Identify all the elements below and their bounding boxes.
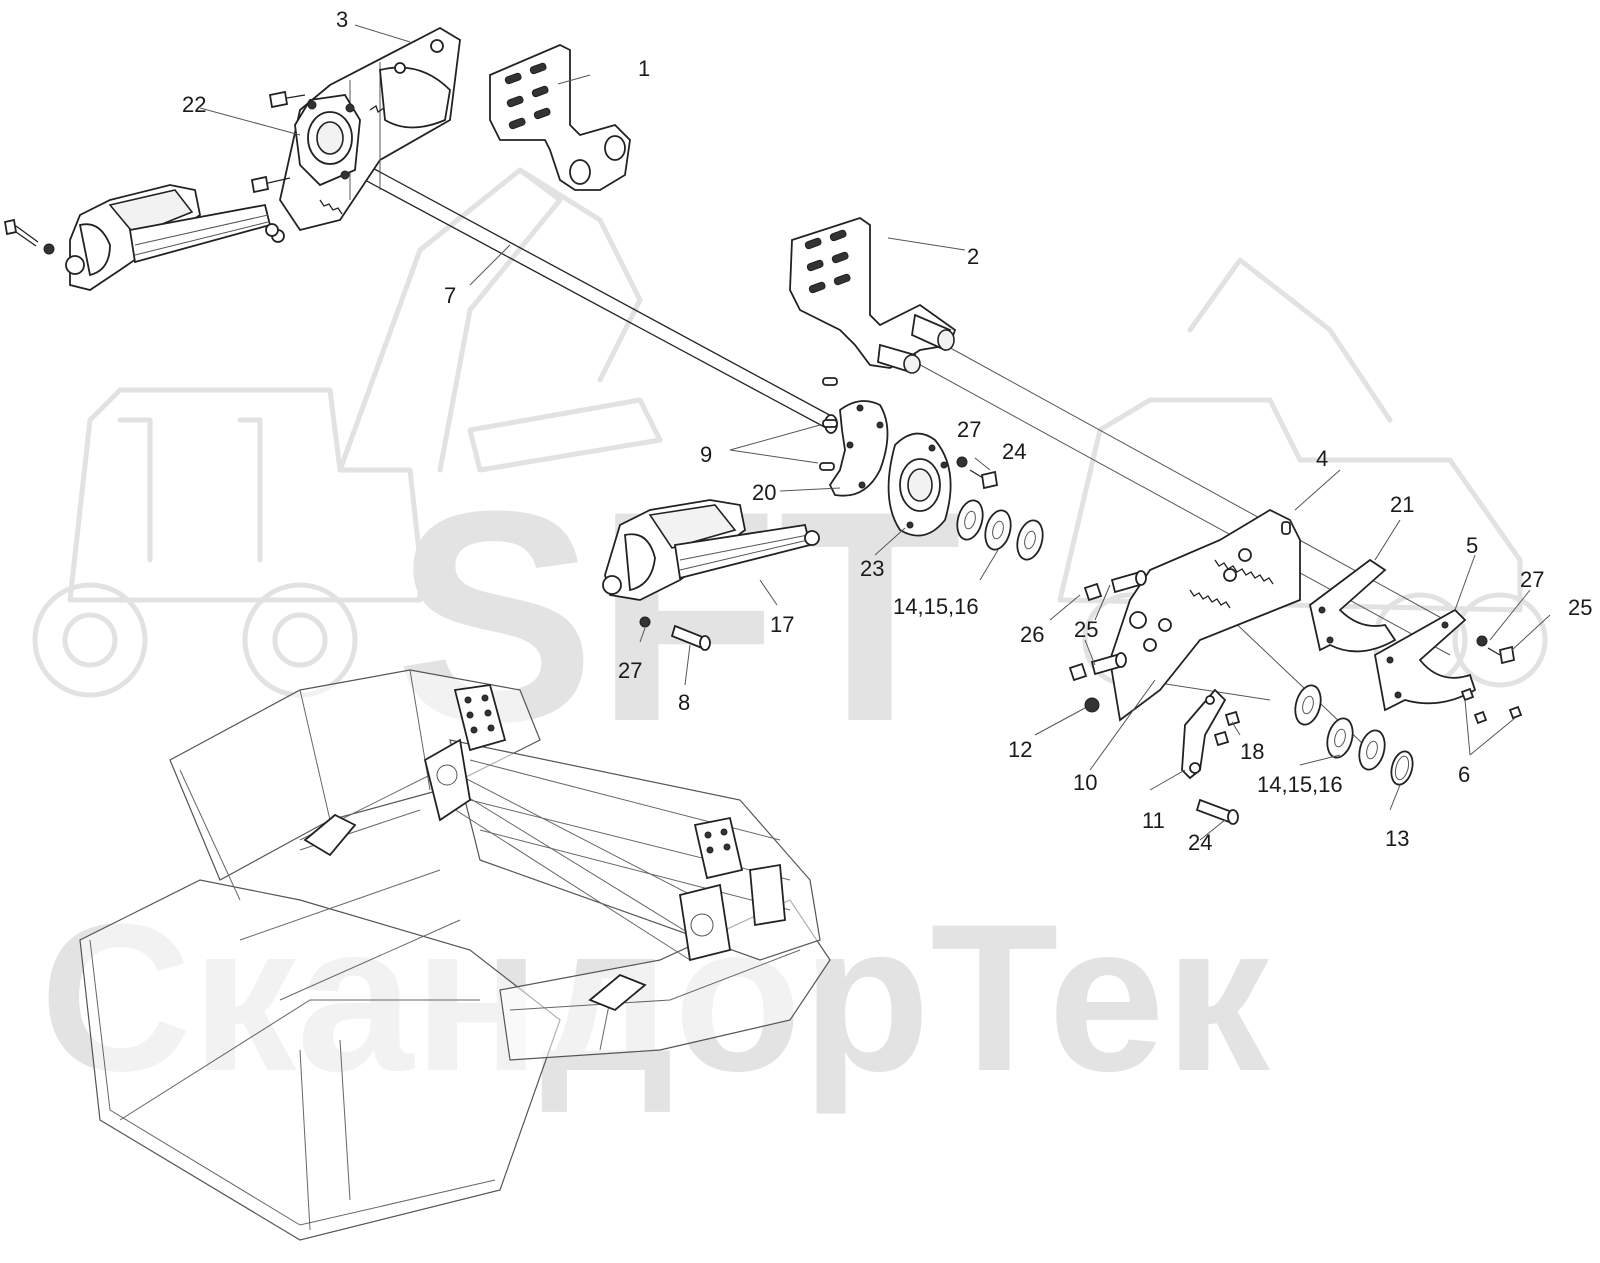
callout-11: 11 [1142,808,1165,833]
callout-27-upper: 27 [957,417,981,442]
callout-4: 4 [1316,446,1328,471]
callout-27-lower: 27 [618,658,642,683]
leader-lines [199,24,1551,841]
callout-22: 23 [860,556,884,581]
pedal-part-1 [489,44,631,191]
bolt-far-left [3,218,55,255]
callout-24-right: 25 [1568,595,1592,620]
pedal-part-2 [789,217,957,374]
bolt-part-23 [1195,798,1239,825]
assembly-axis-lines [914,344,1451,761]
bracket-part-5 [1373,608,1477,712]
actuator-part-17 [602,499,820,601]
bolts-upper-left [250,90,306,243]
bolts-part-6 [1460,687,1523,725]
keys-part-9 [819,377,838,471]
callout-10: 10 [1073,770,1097,795]
washer-bolt-lower [639,616,711,651]
callout-24-upper: 24 [1002,439,1026,464]
callout-8: 8 [678,690,690,715]
plate-part-19 [828,400,889,497]
callout-14-15-16-lower: 14,15,16 [1257,772,1343,797]
callout-27-right: 27 [1520,567,1544,592]
washers-part-14-15-16-upper [956,499,1044,561]
callout-3: 3 [336,7,348,32]
callout-2: 2 [967,244,979,269]
bolts-part-18 [1213,710,1241,747]
bolts-nuts-25-26-12 [1068,570,1147,713]
callout-6: 6 [1458,762,1470,787]
frame-assembly-view [79,669,831,1241]
callout-19: 20 [752,480,776,505]
callout-17: 17 [770,612,794,637]
callout-9: 9 [700,442,712,467]
plate-part-4 [1109,508,1301,722]
callout-5: 5 [1466,533,1478,558]
callout-1: 1 [638,56,650,81]
actuator-upper-left [65,184,279,291]
washer-bolt-upper [956,456,999,490]
callout-14-15-16-upper: 14,15,16 [893,594,979,619]
callout-18: 18 [1240,739,1264,764]
circlip-part-13 [1390,750,1414,786]
bearing-part-22 [887,432,952,537]
callout-21: 22 [182,92,206,117]
callout-23: 24 [1188,830,1212,855]
callout-13: 13 [1385,826,1409,851]
callout-20: 21 [1390,492,1414,517]
washer-bolt-right [1476,635,1516,665]
bearing-part-21 [294,94,361,187]
washers-part-14-15-16-lower [1294,684,1386,771]
callout-labels: 3 22 1 7 2 9 20 27 24 23 14,15,16 4 21 5… [182,7,1592,855]
bracket-part-20 [1308,558,1397,653]
callout-7: 7 [444,283,456,308]
callout-26: 26 [1020,622,1044,647]
callout-12: 12 [1008,737,1032,762]
callout-25: 25 [1074,617,1098,642]
